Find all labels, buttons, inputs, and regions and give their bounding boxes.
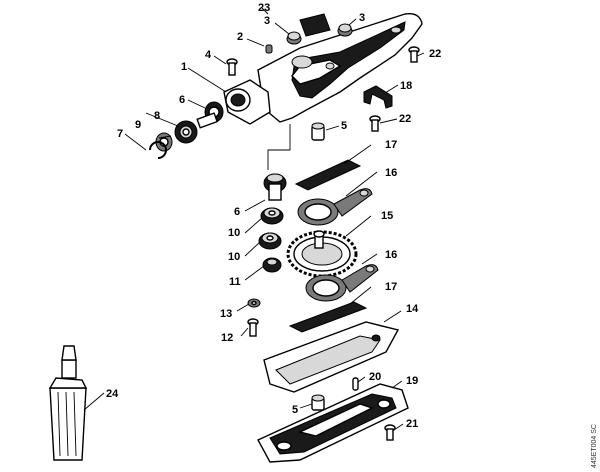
screw-22-upper [408, 46, 420, 63]
circlip [149, 141, 167, 159]
callout-8: 8 [154, 110, 160, 122]
shaft-leader [267, 124, 291, 170]
sleeve-lower [311, 394, 325, 411]
callout-12: 12 [221, 332, 233, 344]
callout-24: 24 [106, 388, 119, 400]
connecting-rod-upper [297, 188, 373, 226]
screw-plug-left [286, 31, 302, 45]
callout-22-lower: 22 [399, 113, 411, 125]
gear-base [257, 383, 409, 463]
callout-17-lower: 17 [385, 281, 397, 293]
callout-10-lower: 10 [228, 251, 240, 263]
pinion-gear-upper [196, 101, 224, 129]
screw-plug-right [337, 23, 353, 37]
callout-6-lower: 6 [234, 206, 240, 218]
sleeve-upper [311, 122, 325, 141]
gear-housing [223, 13, 423, 125]
pinion-gear-lower [263, 173, 287, 201]
callout-14: 14 [406, 303, 419, 315]
callout-3-right: 3 [359, 12, 365, 24]
callout-13: 13 [220, 308, 232, 320]
label-plate [299, 13, 331, 37]
drawing-code: 445ET004 SC [591, 424, 598, 468]
callout-4: 4 [205, 49, 212, 61]
callouts: 1 2 3 3 4 5 5 6 6 7 8 9 10 10 11 12 13 1… [106, 2, 441, 430]
ball-bearing-10-upper [260, 207, 284, 225]
cover-plate [263, 321, 400, 393]
callout-7: 7 [117, 128, 123, 140]
dowel-pin [352, 377, 359, 391]
grease-nipple [265, 44, 273, 54]
callout-2: 2 [237, 31, 243, 43]
bracket [363, 85, 393, 109]
callout-15: 15 [381, 210, 393, 222]
ball-bearing-10-lower [258, 232, 282, 250]
callout-21: 21 [406, 418, 418, 430]
leader-lines [83, 7, 425, 431]
callout-19: 19 [406, 375, 418, 387]
ball-bearing-8 [174, 120, 198, 144]
callout-6-upper: 6 [179, 94, 185, 106]
small-gear [262, 257, 282, 273]
callout-10-upper: 10 [228, 227, 240, 239]
callout-16-upper: 16 [385, 167, 397, 179]
callout-5-lower: 5 [292, 404, 298, 416]
callout-22-upper: 22 [429, 48, 441, 60]
screw-12 [247, 318, 259, 337]
connecting-rod-lower [305, 264, 379, 302]
screw-4 [226, 58, 238, 76]
gasket-upper [294, 159, 362, 191]
callout-17-upper: 17 [385, 139, 397, 151]
callout-3-left: 3 [264, 15, 270, 27]
screw-21 [384, 424, 396, 441]
callout-11: 11 [229, 276, 241, 288]
callout-16-lower: 16 [385, 249, 397, 261]
screw-22-lower [369, 115, 381, 132]
gasket-lower [288, 301, 368, 333]
callout-20: 20 [369, 371, 381, 383]
large-gear [286, 230, 358, 278]
callout-5-upper: 5 [341, 120, 347, 132]
callout-23: 23 [258, 2, 270, 14]
grease-tube [48, 345, 88, 461]
callout-9: 9 [135, 119, 141, 131]
callout-18: 18 [400, 80, 412, 92]
washer-13 [247, 298, 261, 308]
callout-1: 1 [181, 61, 187, 73]
